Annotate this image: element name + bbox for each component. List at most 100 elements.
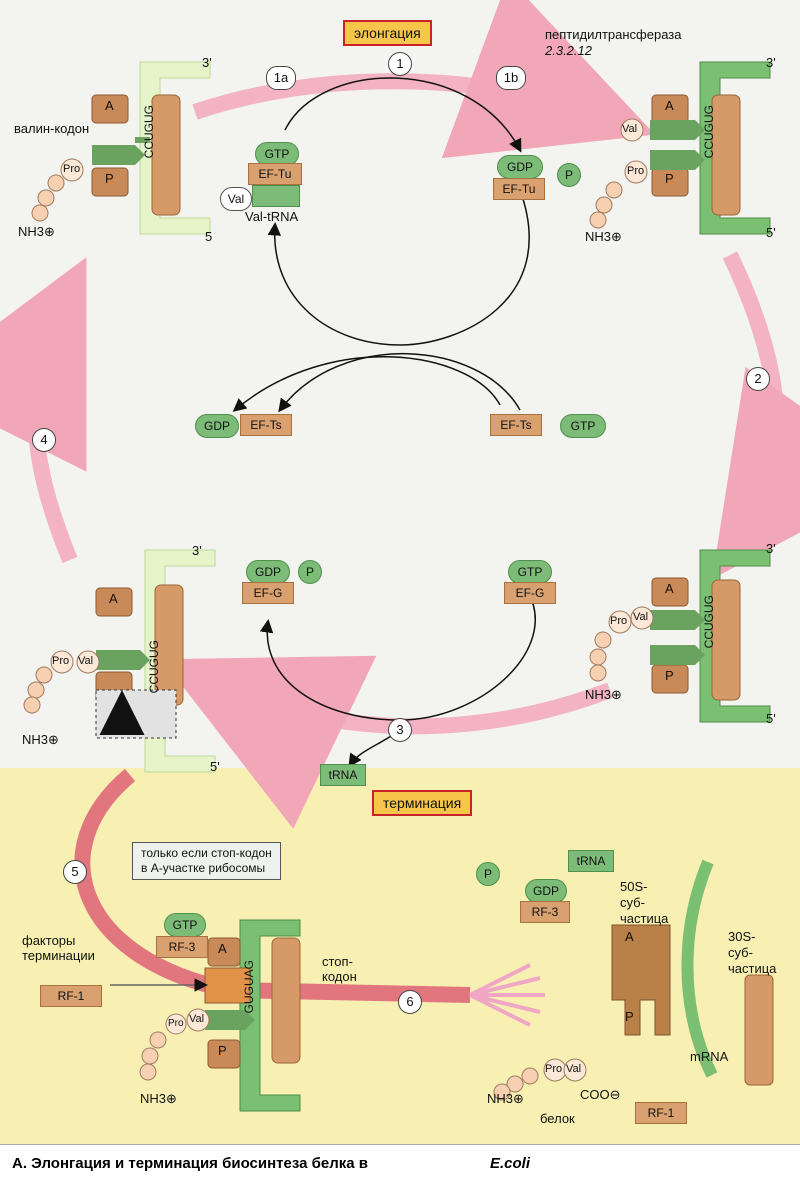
codon-seq-3: CCUGUG	[702, 595, 716, 649]
pro-2: Pro	[627, 165, 645, 177]
pro-5: Pro	[168, 1018, 184, 1029]
gtp-term: GTP	[164, 913, 206, 937]
ribosome-30s-termination	[239, 919, 301, 1112]
stop-codon-callout: только если стоп-кодон в А-участке рибос…	[132, 842, 281, 880]
val-5: Val	[189, 1013, 205, 1025]
end-5-2: 5'	[766, 225, 776, 240]
gtp-3: GTP	[508, 560, 552, 584]
end-3-3: 3'	[766, 541, 776, 556]
end-3-2: 3'	[766, 55, 776, 70]
ribosome-50s-topleft	[151, 94, 181, 216]
site-p-1: P	[105, 171, 114, 186]
s30-label-3: частица	[728, 961, 777, 976]
end-3-4: 3'	[192, 543, 202, 558]
site-p-6: P	[625, 1009, 634, 1024]
caption-organism: E.coli	[490, 1155, 531, 1172]
peptidyltransferase-label: пептидилтрансфераза	[545, 27, 682, 42]
p-3: P	[298, 560, 322, 584]
ribosome-50s-free	[611, 924, 671, 1036]
site-p-5: P	[218, 1043, 227, 1058]
val-6: Val	[566, 1063, 582, 1075]
s30-label-2: суб-	[728, 945, 753, 960]
ef-g-left: EF-G	[242, 582, 294, 604]
termination-factors-label-1: факторы	[22, 933, 76, 948]
stop-codon-label-2: кодон	[322, 969, 357, 984]
site-a-2: A	[665, 98, 674, 113]
coo-label: COO⊖	[580, 1087, 621, 1102]
ef-tu-1a: EF-Tu	[248, 163, 302, 185]
site-a-3: A	[665, 581, 674, 596]
pink-arrow-top	[192, 0, 656, 159]
nh3-1: NH3⊕	[18, 224, 55, 239]
ef-g-arrow	[259, 591, 536, 721]
val-4: Val	[78, 655, 94, 667]
pro-3: Pro	[610, 615, 628, 627]
ef-g-right: EF-G	[504, 582, 556, 604]
rf3-free: RF-3	[520, 901, 570, 923]
val-1a: Val	[220, 187, 252, 211]
cycle-arrow-1b	[284, 77, 522, 153]
valine-codon-label: валин-кодон	[14, 121, 90, 136]
p-1b: P	[557, 163, 581, 187]
ef-ts-arrow-2	[278, 353, 521, 413]
val-3: Val	[633, 611, 649, 623]
ribosome-30s-free	[744, 974, 774, 1086]
step-1a: 1a	[266, 66, 296, 90]
site-p-3: P	[665, 668, 674, 683]
step-1b: 1b	[496, 66, 526, 90]
step-2: 2	[746, 367, 770, 391]
s50-label-3: частица	[620, 911, 669, 926]
pro-4: Pro	[52, 655, 70, 667]
termination-factors-label-2: терминации	[22, 948, 95, 963]
step-3: 3	[388, 718, 412, 742]
val-trna-label: Val-tRNA	[245, 209, 299, 224]
trna-released: tRNA	[320, 764, 366, 786]
pro-6: Pro	[545, 1063, 563, 1075]
site-a-5: A	[218, 941, 227, 956]
stop-codon-label-1: стоп-	[322, 954, 353, 969]
gdp-3: GDP	[246, 560, 290, 584]
rf1-term: RF-1	[40, 985, 102, 1007]
end-5-4: 5'	[210, 759, 220, 774]
cycle-arrow-return	[267, 189, 530, 346]
rf3-term: RF-3	[156, 936, 208, 958]
nh3-3: NH3⊕	[585, 687, 622, 702]
ef-ts-left: EF-Ts	[240, 414, 292, 436]
s50-label-1: 50S-	[620, 879, 648, 894]
termination-arrow	[74, 768, 471, 1003]
gtp-1a: GTP	[255, 142, 299, 166]
val-2: Val	[622, 123, 638, 135]
release-burst	[469, 963, 545, 1027]
step-1: 1	[388, 52, 412, 76]
nh3-4: NH3⊕	[22, 732, 59, 747]
nh3-2: NH3⊕	[585, 229, 622, 244]
elongation-title: элонгация	[343, 20, 432, 46]
protein-label: белок	[540, 1111, 575, 1126]
codon-seq-1: CCUGUG	[142, 105, 156, 159]
figure-caption: А. Элонгация и терминация биосинтеза бел…	[0, 1144, 800, 1184]
site-a-1: A	[105, 98, 114, 113]
pink-arrow-right	[712, 251, 800, 580]
termination-background	[0, 768, 800, 1146]
mrna-label: mRNA	[690, 1049, 729, 1064]
codon-seq-2: CCUGUG	[702, 105, 716, 159]
site-p-2: P	[665, 171, 674, 186]
s30-label-1: 30S-	[728, 929, 756, 944]
step-6: 6	[398, 990, 422, 1014]
trna-1a	[252, 185, 300, 207]
caption-main: А. Элонгация и терминация биосинтеза бел…	[12, 1155, 369, 1172]
termination-title: терминация	[372, 790, 473, 816]
trna-term: tRNA	[568, 850, 614, 872]
gdp-term: GDP	[525, 879, 567, 903]
step-5: 5	[63, 860, 87, 884]
site-a-6: A	[625, 929, 634, 944]
ef-tu-1b: EF-Tu	[493, 178, 545, 200]
mrna-free	[681, 859, 718, 1078]
site-a-4: A	[109, 591, 118, 606]
codon-seq-4: CCUGUG	[147, 640, 161, 694]
end-5-1: 5	[205, 229, 213, 244]
callout-line-1: только если стоп-кодон	[141, 846, 272, 860]
enzyme-code: 2.3.2.12	[545, 43, 592, 58]
